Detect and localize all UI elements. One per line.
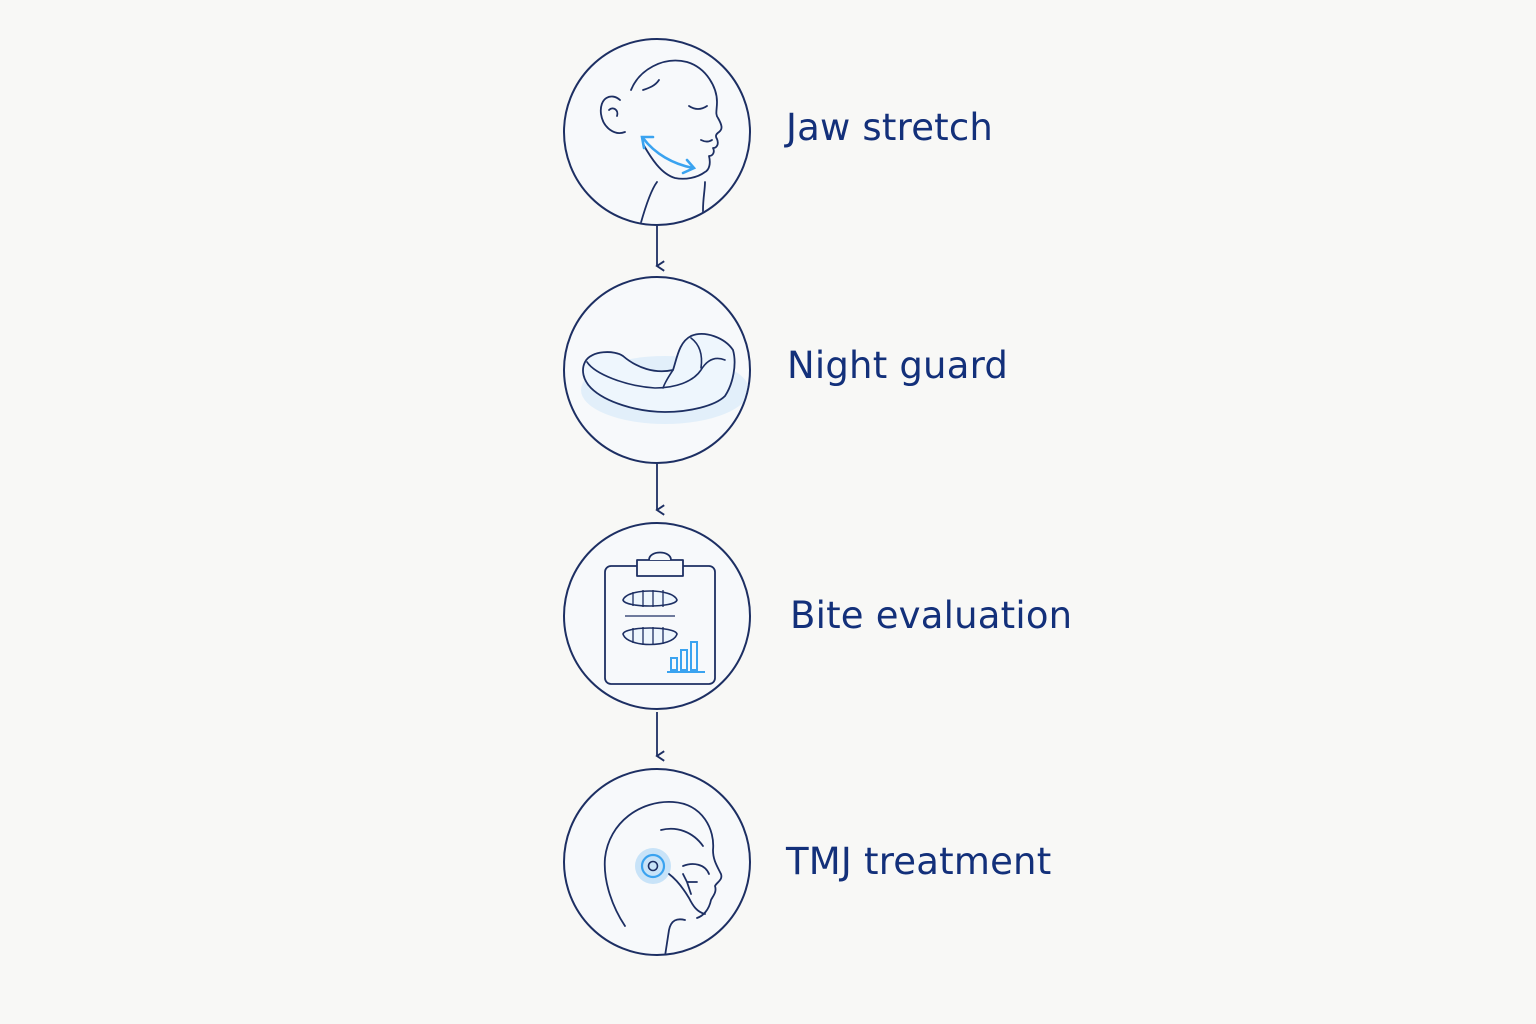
- skull-tmj-joint-icon: [603, 801, 723, 954]
- jaw-stretch-label: Jaw stretch: [786, 106, 994, 149]
- night-guard-mouthpiece-icon: [581, 333, 749, 424]
- jaw-stretch-step: [563, 38, 751, 226]
- night-guard-step: [563, 276, 751, 464]
- tmj-treatment-step: [563, 768, 751, 956]
- bite-evaluation-label: Bite evaluation: [790, 594, 1073, 637]
- tmj-treatment-label: TMJ treatment: [786, 840, 1052, 883]
- face-profile-jaw-stretch-icon: [599, 59, 723, 224]
- bite-evaluation-step: [563, 522, 751, 710]
- night-guard-label: Night guard: [787, 344, 1009, 387]
- clipboard-teeth-chart-icon: [604, 551, 716, 685]
